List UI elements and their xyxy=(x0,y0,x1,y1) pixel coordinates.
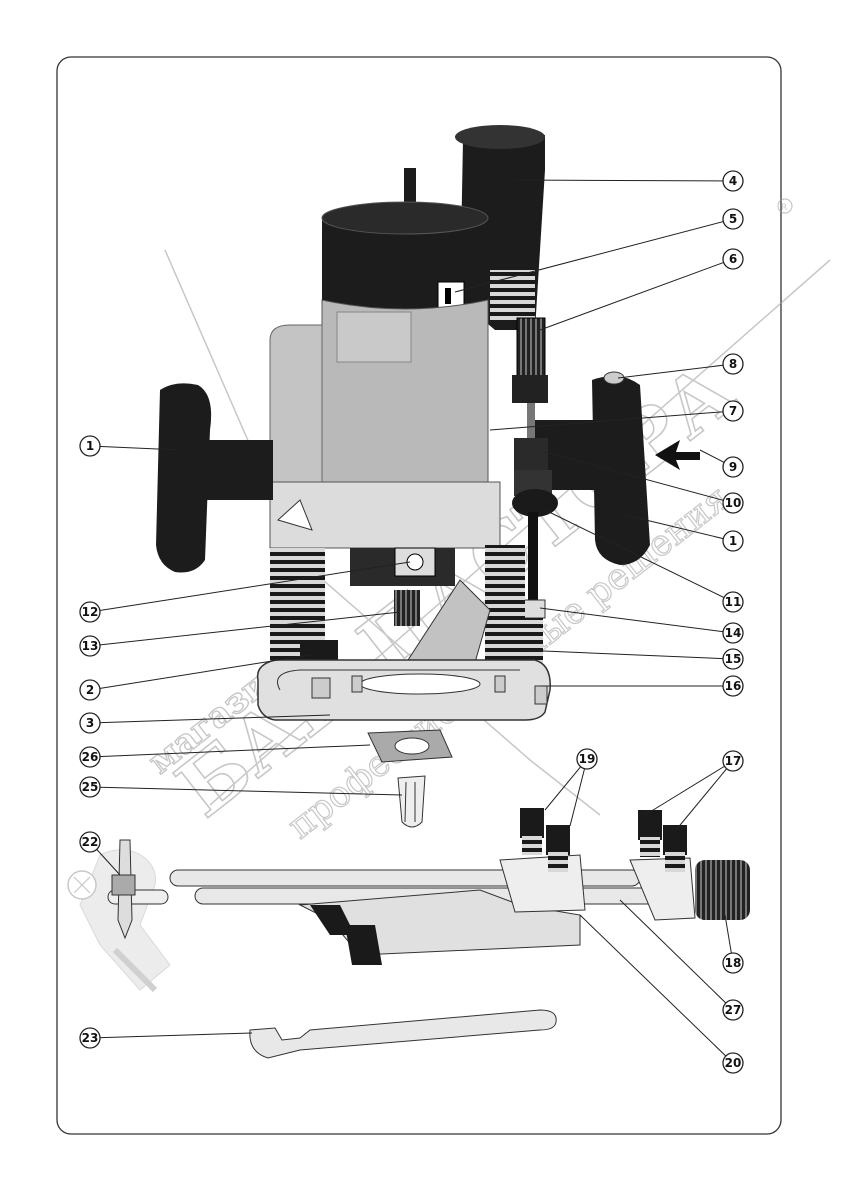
callout-number-20: 20 xyxy=(725,1056,742,1070)
left-handle xyxy=(156,383,211,572)
callout-number-13: 13 xyxy=(82,639,99,653)
callout-number-15: 15 xyxy=(725,652,742,666)
callout-number-17: 17 xyxy=(725,754,742,768)
callout-number-16: 16 xyxy=(725,679,742,693)
callout-number-8: 8 xyxy=(729,357,737,371)
callout-number-22: 22 xyxy=(82,835,99,849)
collet xyxy=(398,776,425,827)
watermark-registered-mark: R xyxy=(781,203,787,213)
callout-number-10: 10 xyxy=(725,496,742,510)
callout-number-1: 1 xyxy=(86,439,94,453)
callout-number-27: 27 xyxy=(725,1003,742,1017)
callout-number-3: 3 xyxy=(86,716,94,730)
callout-number-4: 4 xyxy=(729,174,737,188)
callout-number-26: 26 xyxy=(82,750,99,764)
callout-number-14: 14 xyxy=(725,626,742,640)
callout-number-25: 25 xyxy=(82,780,99,794)
callout-number-5: 5 xyxy=(729,212,737,226)
callout-number-6: 6 xyxy=(729,252,737,266)
callout-number-1: 1 xyxy=(729,534,737,548)
callout-number-11: 11 xyxy=(725,595,742,609)
callout-number-23: 23 xyxy=(82,1031,99,1045)
callout-number-19: 19 xyxy=(579,752,596,766)
callout-number-2: 2 xyxy=(86,683,94,697)
callout-number-12: 12 xyxy=(82,605,99,619)
callout-number-9: 9 xyxy=(729,460,737,474)
callout-number-7: 7 xyxy=(729,404,737,418)
callout-number-18: 18 xyxy=(725,956,742,970)
